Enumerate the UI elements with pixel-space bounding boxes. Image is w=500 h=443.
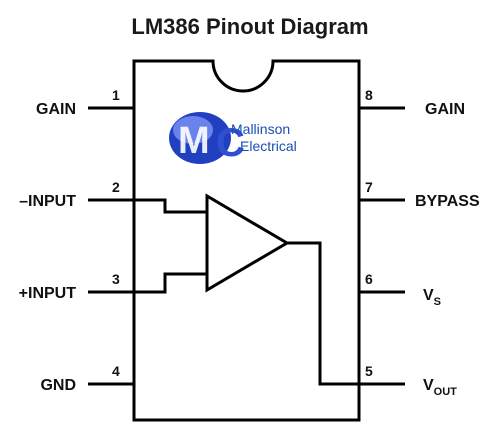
svg-text:C: C <box>216 121 245 165</box>
diagram-title: LM386 Pinout Diagram <box>131 14 369 39</box>
company-logo: M C Mallinson Electrical <box>169 112 297 165</box>
pin-6-number: 6 <box>365 271 373 287</box>
pin-1-number: 1 <box>112 87 120 103</box>
pin-7-number: 7 <box>365 179 373 195</box>
pin-8-number: 8 <box>365 87 373 103</box>
output-wire <box>287 241 359 386</box>
amplifier-symbol <box>205 193 290 293</box>
pin-4-label: GND <box>40 377 76 394</box>
logo-line-1: Mallinson <box>231 121 290 137</box>
pin-3-label: +INPUT <box>19 285 77 302</box>
pin-6-label-main: V <box>423 287 434 304</box>
pin-5-label-main: V <box>423 377 434 394</box>
pin-1-label: GAIN <box>36 101 76 118</box>
pin-5-number: 5 <box>365 363 373 379</box>
svg-text:M: M <box>178 120 210 162</box>
inverting-input-wire <box>134 198 207 214</box>
logo-line-2: Electrical <box>240 138 297 154</box>
pin-6-label: VS <box>423 287 441 308</box>
pin-4-number: 4 <box>112 363 120 379</box>
pin-5-label: VOUT <box>423 377 457 398</box>
pin-5-label-sub: OUT <box>434 386 458 398</box>
pin-2-number: 2 <box>112 179 120 195</box>
pin-2-label: –INPUT <box>19 193 76 210</box>
pin-3-number: 3 <box>112 271 120 287</box>
pin-7-label: BYPASS <box>415 193 480 210</box>
pin-6-label-sub: S <box>434 296 441 308</box>
noninverting-input-wire <box>134 272 207 294</box>
pin-8-label: GAIN <box>425 101 465 118</box>
